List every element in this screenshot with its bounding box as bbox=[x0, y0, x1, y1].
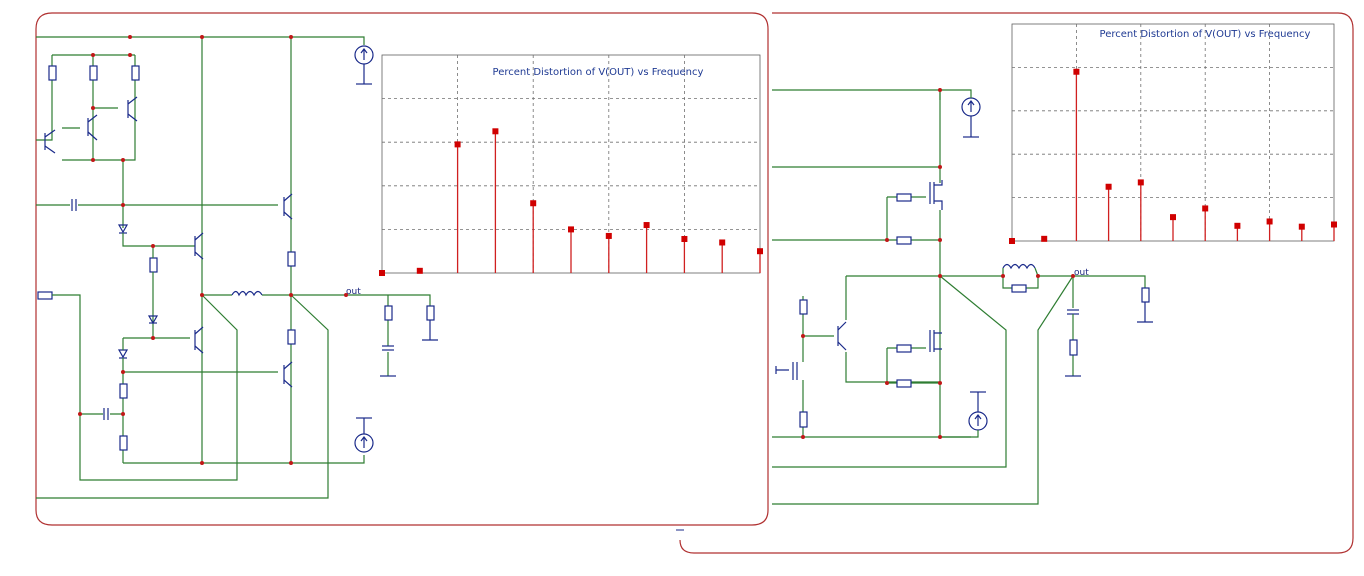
right-distortion-point-1 bbox=[1009, 238, 1015, 244]
transistor-icon bbox=[194, 232, 204, 260]
resistor-icon bbox=[799, 299, 808, 315]
resistor-icon bbox=[1069, 339, 1078, 356]
left-distortion-point-6 bbox=[568, 226, 574, 233]
resistor-icon bbox=[896, 236, 912, 245]
capacitor-icon bbox=[1067, 309, 1079, 315]
left-sheet-frame bbox=[35, 12, 769, 526]
left-distortion-point-9 bbox=[681, 235, 688, 242]
left-top-rail bbox=[36, 36, 365, 45]
resistor-icon bbox=[48, 65, 57, 81]
right-net-label-out: out bbox=[1074, 268, 1089, 278]
left-chart-title: Percent Distortion of V(OUT) vs Frequenc… bbox=[493, 67, 704, 78]
mosfet-icon bbox=[775, 362, 798, 380]
diode-icon bbox=[117, 349, 129, 359]
resistor-icon bbox=[37, 291, 53, 300]
left-distortion-point-7 bbox=[605, 232, 612, 239]
right-distortion-point-6 bbox=[1170, 214, 1176, 221]
left-distortion-point-8 bbox=[643, 222, 650, 229]
right-distortion-point-3 bbox=[1073, 68, 1080, 75]
left-distortion-point-4 bbox=[492, 128, 499, 135]
resistor-icon bbox=[896, 379, 912, 388]
resistor-icon bbox=[896, 193, 912, 202]
right-distortion-point-10 bbox=[1298, 223, 1305, 230]
inductor-icon bbox=[1002, 263, 1036, 270]
capacitor-icon bbox=[103, 408, 109, 420]
resistor-icon bbox=[799, 411, 808, 428]
resistor-icon bbox=[1011, 284, 1027, 293]
resistor-icon bbox=[131, 65, 140, 81]
left-schematic: out bbox=[36, 35, 438, 499]
left-distortion-point-2 bbox=[416, 267, 423, 274]
inductor-icon bbox=[231, 290, 263, 297]
left-distortion-chart: Percent Distortion of V(OUT) vs Frequenc… bbox=[379, 54, 763, 276]
resistor-icon bbox=[384, 305, 393, 321]
left-distortion-point-3 bbox=[454, 141, 461, 148]
right-bottom-supply-icon bbox=[940, 391, 988, 438]
mosfet-icon bbox=[929, 330, 942, 352]
resistor-icon bbox=[89, 65, 98, 81]
junction-dots bbox=[78, 35, 348, 465]
right-schematic: out bbox=[772, 88, 1153, 505]
resistor-icon bbox=[119, 435, 128, 451]
right-distortion-chart: Percent Distortion of V(OUT) vs Frequenc… bbox=[1009, 23, 1337, 244]
transistor-icon bbox=[194, 326, 204, 354]
transistor-icon bbox=[44, 129, 56, 154]
left-top-supply-icon bbox=[354, 45, 374, 85]
transistor-icon bbox=[127, 96, 138, 122]
right-distortion-point-2 bbox=[1041, 235, 1048, 242]
right-distortion-point-7 bbox=[1202, 205, 1209, 212]
mosfet-icon bbox=[929, 180, 943, 210]
right-distortion-point-5 bbox=[1137, 179, 1144, 186]
capacitor-icon bbox=[71, 199, 77, 211]
left-chart-marks bbox=[379, 128, 763, 276]
resistor-icon bbox=[426, 305, 435, 321]
left-net-label-out: out bbox=[346, 287, 361, 297]
right-chart-title: Percent Distortion of V(OUT) vs Frequenc… bbox=[1100, 29, 1311, 40]
resistor-icon bbox=[287, 329, 296, 345]
right-distortion-point-9 bbox=[1266, 218, 1273, 225]
transistor-icon bbox=[283, 361, 293, 388]
resistor-icon bbox=[1141, 287, 1150, 303]
transistor-icon bbox=[87, 114, 98, 141]
left-distortion-point-10 bbox=[719, 239, 726, 246]
resistor-icon bbox=[287, 251, 296, 267]
left-distortion-point-11 bbox=[757, 248, 763, 255]
right-top-supply-icon bbox=[940, 89, 981, 138]
capacitor-icon bbox=[382, 345, 394, 351]
resistor-icon bbox=[149, 257, 158, 273]
transistor-icon bbox=[837, 321, 847, 351]
resistor-icon bbox=[119, 383, 128, 399]
transistor-icon bbox=[283, 193, 293, 220]
left-distortion-point-1 bbox=[379, 270, 385, 276]
right-distortion-point-8 bbox=[1234, 222, 1241, 229]
right-distortion-point-4 bbox=[1105, 183, 1112, 190]
right-chart-marks bbox=[1009, 68, 1337, 244]
resistor-icon bbox=[896, 344, 912, 353]
right-sheet-frame bbox=[679, 12, 1354, 554]
diode-icon bbox=[147, 315, 159, 325]
junction-dots bbox=[801, 88, 1075, 439]
left-distortion-point-5 bbox=[530, 200, 537, 207]
right-chart-plot-area bbox=[1011, 23, 1335, 242]
left-bottom-supply-icon bbox=[354, 417, 374, 453]
right-distortion-point-11 bbox=[1331, 221, 1337, 228]
